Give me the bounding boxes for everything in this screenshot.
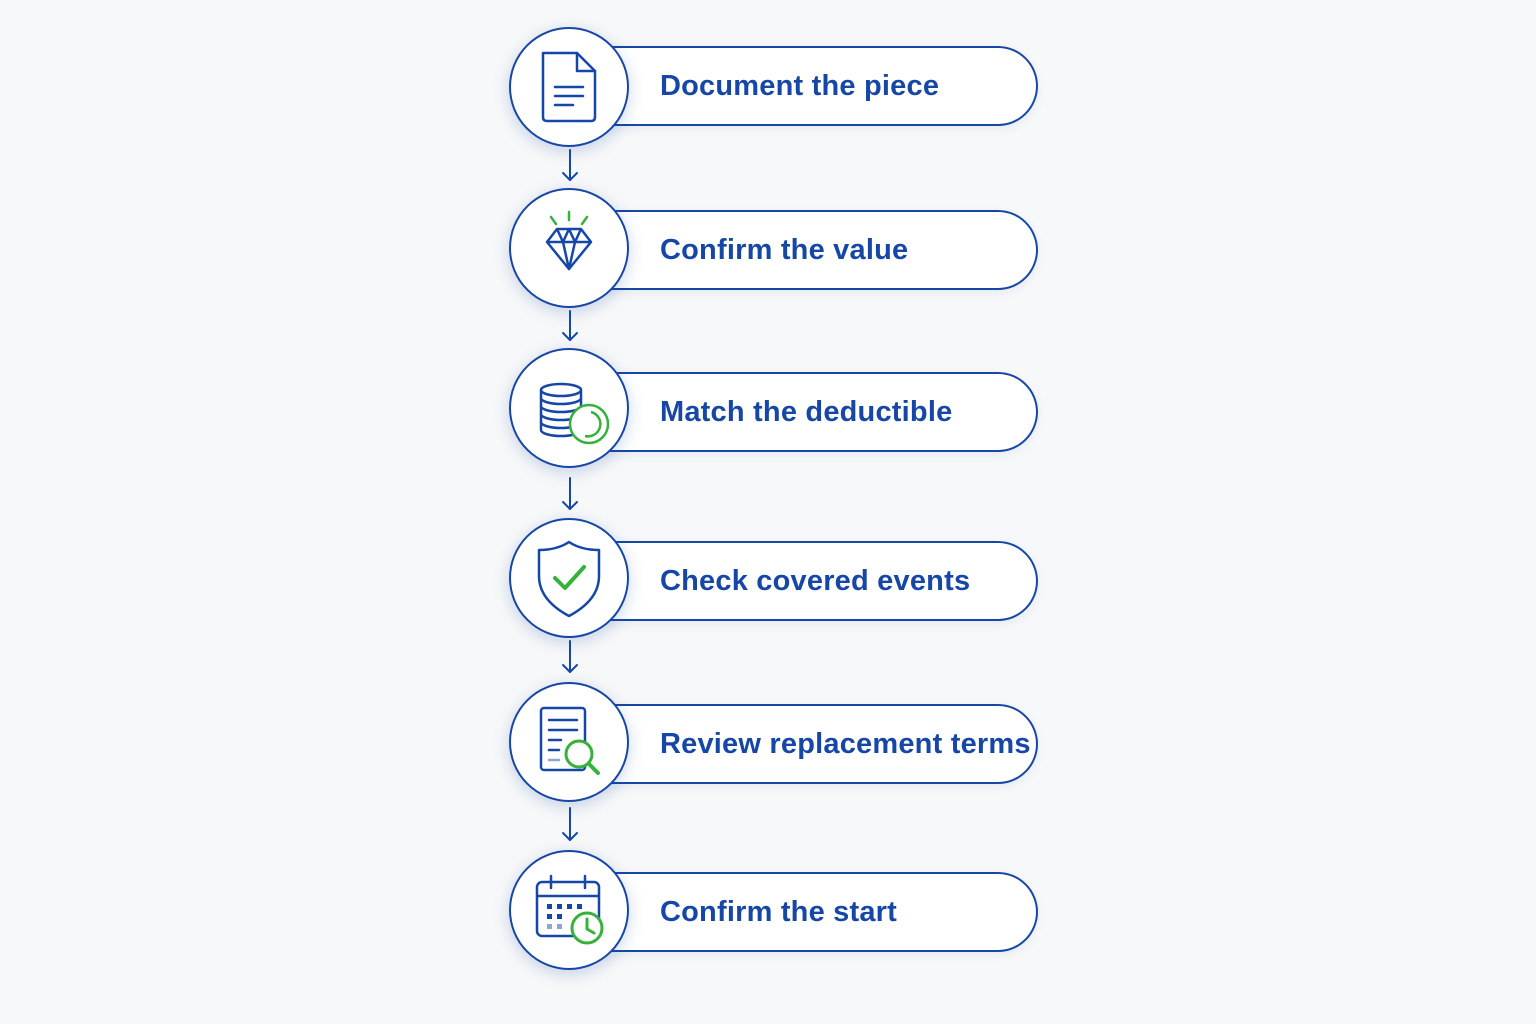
coin-stack-icon [539, 382, 610, 445]
step-icon-circle [509, 518, 629, 638]
step-icon-circle [509, 348, 629, 468]
step-label: Confirm the value [660, 233, 909, 266]
step-label: Confirm the start [660, 895, 898, 928]
step-icon-circle [509, 188, 629, 308]
arrow-3-4 [562, 477, 578, 510]
diamond-icon [545, 210, 593, 271]
step-label-pill: Confirm the start [590, 872, 1038, 952]
arrow-2-3 [562, 310, 578, 341]
step-label: Match the deductible [660, 395, 953, 428]
step-label-pill: Confirm the value [590, 210, 1038, 290]
step-label: Check covered events [660, 564, 971, 597]
step-label-pill: Document the piece [590, 46, 1038, 126]
document-search-icon [539, 706, 600, 775]
arrow-1-2 [562, 149, 578, 181]
arrow-4-5 [562, 640, 578, 673]
calendar-clock-icon [535, 874, 604, 945]
step-label-pill: Match the deductible [590, 372, 1038, 452]
step-label: Review replacement terms [660, 727, 1031, 760]
arrow-5-6 [562, 807, 578, 841]
step-icon-circle [509, 682, 629, 802]
step-label-pill: Check covered events [590, 541, 1038, 621]
step-label-pill: Review replacement terms [590, 704, 1038, 784]
step-label: Document the piece [660, 69, 940, 102]
step-icon-circle [509, 27, 629, 147]
step-icon-circle [509, 850, 629, 970]
shield-check-icon [537, 540, 601, 618]
document-icon [541, 51, 597, 123]
